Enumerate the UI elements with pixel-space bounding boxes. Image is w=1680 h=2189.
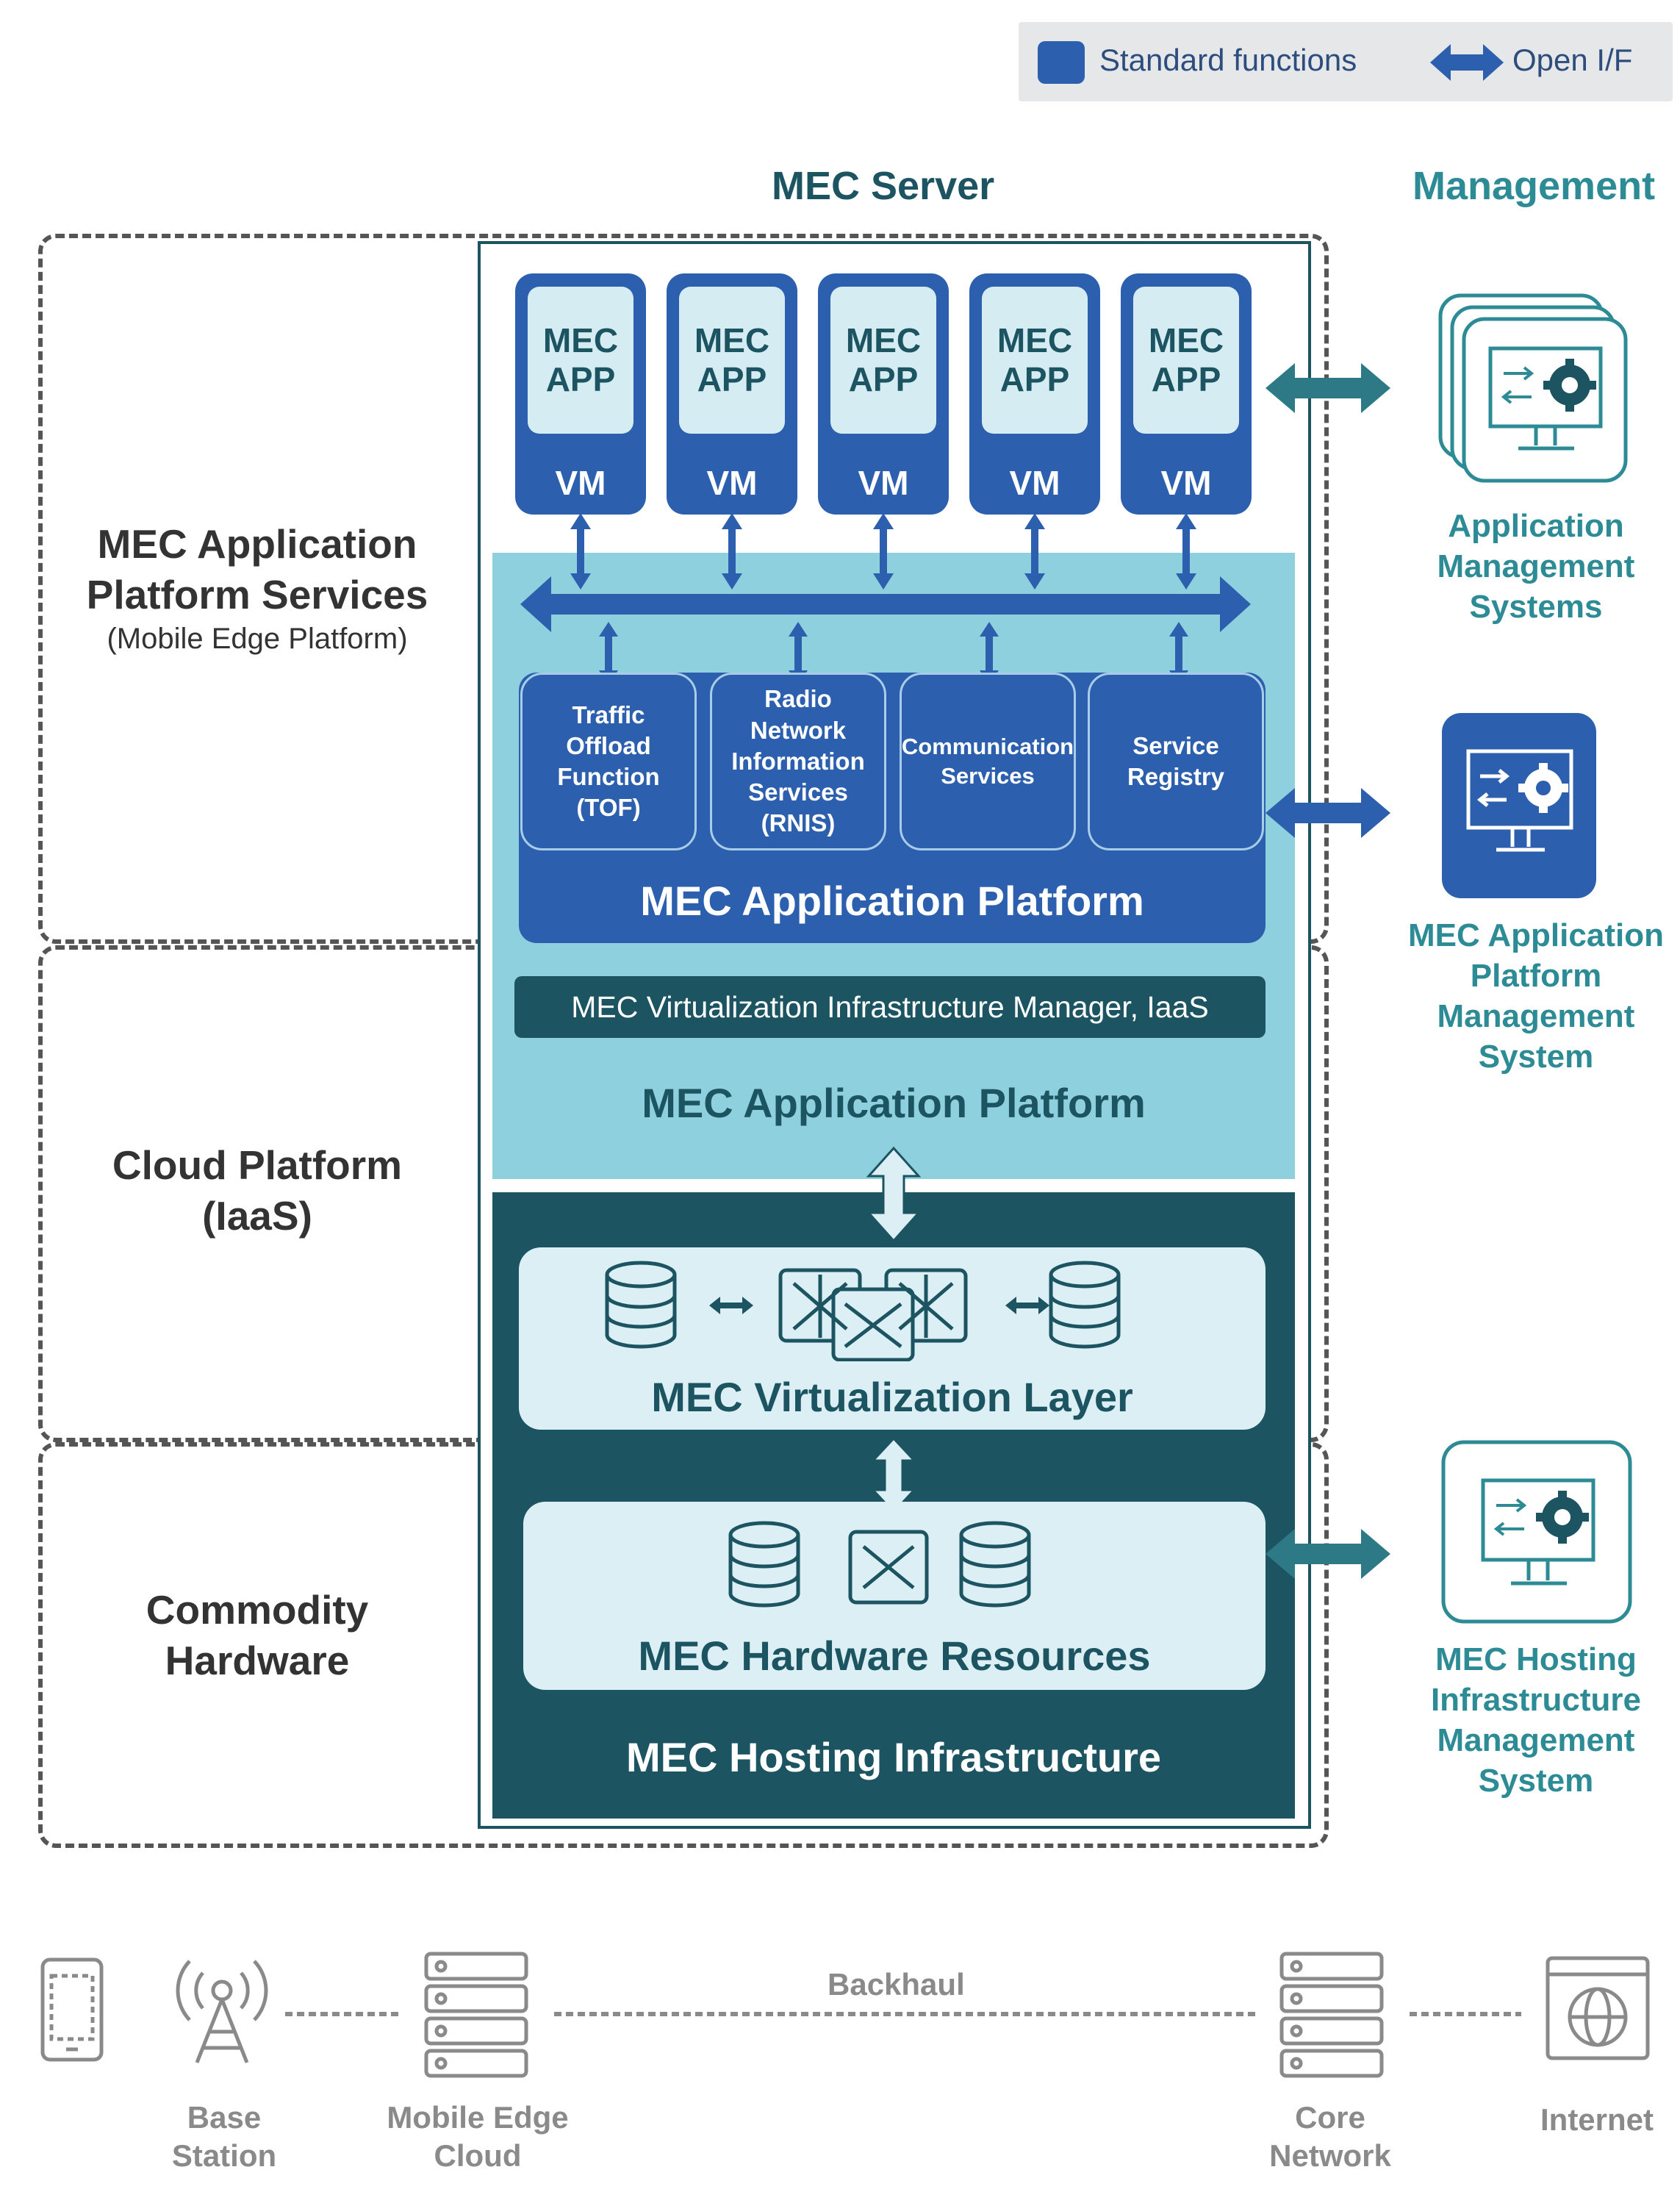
mobile-device-icon: [40, 1957, 104, 2062]
legend-standard-functions: Standard functions: [1099, 43, 1357, 77]
server-icon: [424, 1952, 528, 2078]
database-icon: [728, 1521, 800, 1608]
platform-mgmt-arrow: [1266, 788, 1390, 838]
database-icon: [605, 1261, 677, 1349]
hosting-infrastructure-title: MEC Hosting Infrastructure: [625, 1733, 1162, 1780]
platform-services-label: MEC Application Platform Services (Mobil…: [86, 521, 428, 655]
internet-label: Internet: [1540, 2102, 1654, 2137]
bus-arrows: [520, 513, 1251, 685]
management-header: Management: [1412, 164, 1656, 208]
legend-open-if: Open I/F: [1512, 43, 1633, 77]
double-arrow-icon: [1430, 44, 1504, 81]
hardware-icons: [728, 1521, 1031, 1608]
hosting-mgmt-arrow: [1266, 1529, 1390, 1579]
antenna-icon: [176, 1960, 268, 2063]
arrow-icon: [709, 1297, 753, 1314]
hardware-resources-title: MEC Hardware Resources: [638, 1632, 1151, 1679]
vim-bar: MEC Virtualization Infrastructure Manage…: [514, 976, 1266, 1038]
cloud-platform-label: Cloud Platform (IaaS): [112, 1142, 403, 1239]
internet-icon: [1546, 1956, 1650, 2060]
arrow-icon: [1005, 1297, 1049, 1314]
mec-application-platform-title: MEC Application Platform: [640, 877, 1144, 924]
mec-application-platform-title-2: MEC Application Platform: [642, 1079, 1146, 1126]
vm-bus-arrow: [570, 513, 1196, 590]
backhaul-label: Backhaul: [828, 1967, 965, 2002]
virtualization-layer-title: MEC Virtualization Layer: [651, 1373, 1133, 1420]
platform-layer-arrow: [866, 1147, 922, 1242]
legend: [1019, 22, 1673, 101]
hosting-management-icon: [1441, 1440, 1632, 1624]
network-row: [40, 1952, 1650, 2078]
database-icon: [959, 1521, 1031, 1608]
app-mgmt-arrow: [1266, 363, 1390, 413]
server-icon: [1279, 1952, 1384, 2078]
database-icon: [1049, 1261, 1121, 1349]
platform-management-icon: [1442, 713, 1596, 898]
application-management-icon: [1438, 293, 1628, 483]
mec-server-header: MEC Server: [772, 164, 995, 208]
commodity-hardware-label: Commodity Hardware: [146, 1587, 369, 1683]
service-bus-arrow: [520, 576, 1251, 632]
standard-functions-swatch: [1038, 41, 1085, 84]
virtualization-icons: [605, 1261, 1121, 1361]
